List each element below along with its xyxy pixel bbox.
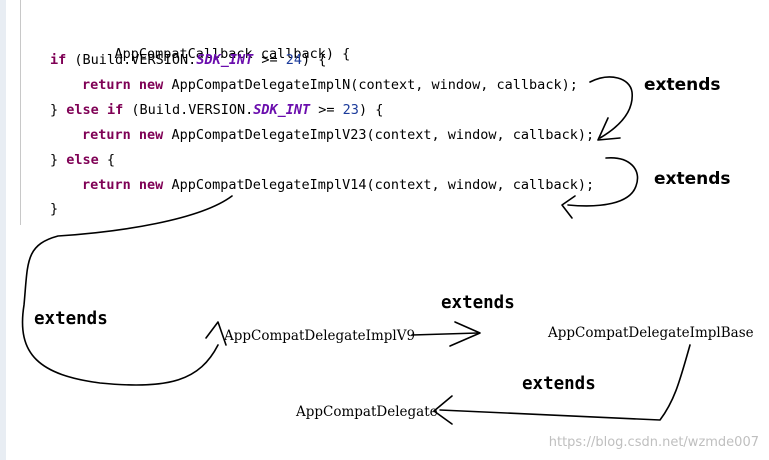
brace: } <box>50 102 59 118</box>
class-label-v9: AppCompatDelegateImplV9 <box>224 328 416 344</box>
code-text: (Build.VERSION. <box>123 102 254 118</box>
constant-sdk-int: SDK_INT <box>253 102 311 118</box>
keyword-if: if <box>106 102 124 118</box>
number-literal: 23 <box>342 102 359 118</box>
code-text: ) { <box>358 102 384 118</box>
keyword-new: new <box>138 177 164 193</box>
keyword-if: if <box>50 52 67 68</box>
keyword-else: else <box>66 102 99 118</box>
extends-label-5: extends <box>522 374 596 394</box>
number-literal: 24 <box>285 52 302 68</box>
class-label-base: AppCompatDelegateImplBase <box>548 325 754 341</box>
code-text: AppCompatDelegateImplV23(context, window… <box>163 127 595 143</box>
keyword-new: new <box>138 127 164 143</box>
arrowhead-base-to-delegate <box>433 395 453 425</box>
code-line-return-n: return new AppCompatDelegateImplN(contex… <box>82 76 578 94</box>
editor-indent-guide <box>20 0 21 225</box>
code-line-else-if: } else if (Build.VERSION.SDK_INT >= 23) … <box>50 101 383 119</box>
arrowhead-v23-to-v14 <box>561 195 576 219</box>
keyword-return: return <box>82 127 131 143</box>
keyword-else: else <box>66 152 99 168</box>
arrow-base-to-delegate <box>439 344 691 421</box>
watermark: https://blog.csdn.net/wzmde007 <box>548 435 759 450</box>
arrowhead-v9-to-base <box>449 321 481 347</box>
brace: } <box>50 152 59 168</box>
keyword-return: return <box>82 177 131 193</box>
brace: } <box>50 201 59 217</box>
code-line-return-v23: return new AppCompatDelegateImplV23(cont… <box>82 126 594 144</box>
arrow-v23-to-v14 <box>567 157 639 207</box>
code-text: AppCompatDelegateImplN(context, window, … <box>163 77 578 93</box>
code-line-return-v14: return new AppCompatDelegateImplV14(cont… <box>82 176 594 194</box>
extends-label-4: extends <box>441 293 515 313</box>
brace: { <box>98 152 116 168</box>
arrow-v14-to-v9 <box>21 195 233 386</box>
extends-label-1: extends <box>644 75 721 95</box>
arrow-n-to-v23 <box>589 76 633 139</box>
code-line-signature: AppCompatCallback callback) { <box>82 27 351 62</box>
extends-label-3: extends <box>34 309 108 329</box>
operator: >= <box>253 52 286 68</box>
constant-sdk-int: SDK_INT <box>196 52 254 68</box>
code-text: AppCompatCallback callback) { <box>114 46 351 62</box>
extends-label-2: extends <box>654 169 731 189</box>
arrow-v9-to-base <box>411 332 479 336</box>
code-text: ) { <box>302 52 327 68</box>
operator: >= <box>310 102 343 118</box>
code-line-if: if (Build.VERSION.SDK_INT >= 24) { <box>50 51 326 69</box>
arrowhead-n-to-v23 <box>597 117 621 141</box>
class-label-delegate: AppCompatDelegate <box>296 404 438 420</box>
code-text: (Build.VERSION. <box>66 52 197 68</box>
arrowhead-v14-to-v9 <box>205 321 227 346</box>
code-line-close: } <box>50 200 58 218</box>
keyword-return: return <box>82 77 131 93</box>
code-text: AppCompatDelegateImplV14(context, window… <box>163 177 595 193</box>
editor-gutter <box>0 0 6 460</box>
keyword-new: new <box>138 77 164 93</box>
code-line-else: } else { <box>50 151 115 169</box>
